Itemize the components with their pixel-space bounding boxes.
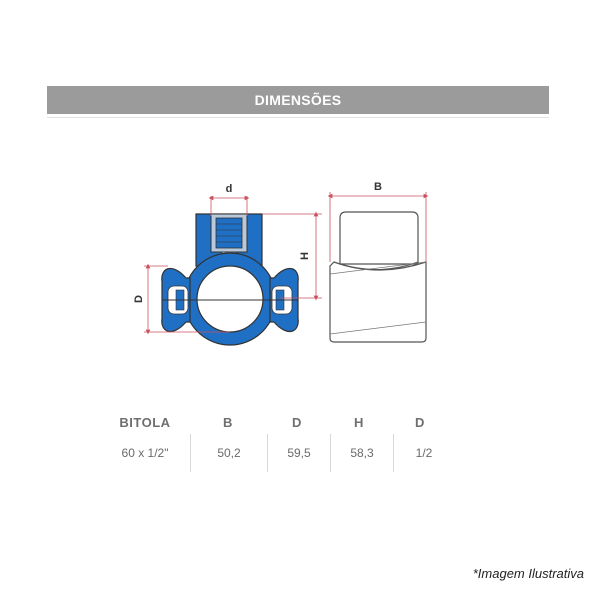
header-h: H (354, 414, 364, 430)
section-title: DIMENSÕES (254, 92, 342, 108)
header-b: B (223, 414, 233, 430)
dimension-B: B (327, 181, 429, 262)
section-header: DIMENSÕES (47, 86, 549, 114)
side-view (329, 211, 427, 343)
header-d-thread: D (415, 414, 425, 430)
header-bitola: BITOLA (119, 414, 171, 430)
table-header-row: BITOLA B D H D (100, 412, 460, 432)
header-divider (47, 117, 549, 118)
label-B: B (374, 181, 382, 193)
cell-d-outer: 59,5 (267, 434, 330, 472)
cell-h: 58,3 (330, 434, 393, 472)
header-d-outer: D (292, 414, 302, 430)
cell-d-thread: 1/2 (393, 434, 454, 472)
pipe-bore (196, 265, 264, 333)
table-row: 60 x 1/2" 50,2 59,5 58,3 1/2 (100, 434, 460, 472)
dimensions-table: BITOLA B D H D 60 x 1/2" 50,2 59,5 58,3 … (100, 412, 460, 472)
dimension-H: H (262, 211, 322, 301)
label-H: H (299, 252, 311, 260)
dimension-D-front: D (133, 263, 230, 335)
front-view (161, 213, 299, 346)
label-d: d (226, 183, 233, 195)
label-D-front: D (133, 295, 145, 303)
dimension-d: d (208, 183, 250, 216)
illustrative-caption: *Imagem Ilustrativa (472, 566, 584, 581)
side-body (329, 261, 427, 343)
cell-bitola: 60 x 1/2" (121, 446, 169, 460)
side-hub (339, 211, 419, 265)
cell-b: 50,2 (190, 434, 267, 472)
